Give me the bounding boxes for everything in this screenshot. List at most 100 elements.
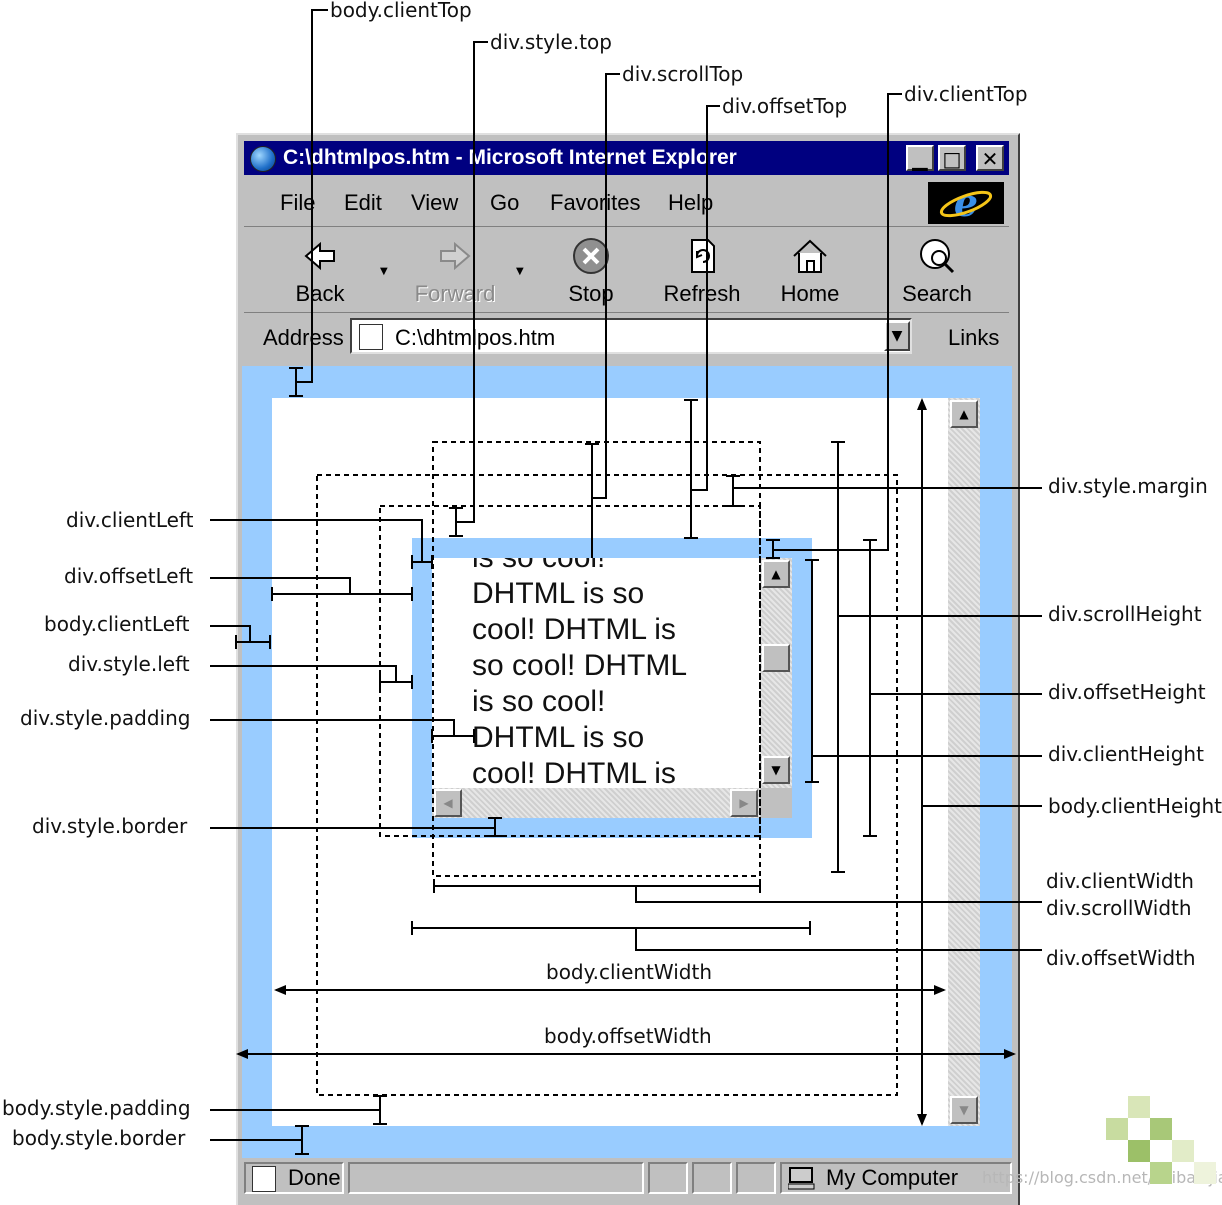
- my-computer-icon: [788, 1167, 815, 1190]
- mosaic-tile: [1150, 1162, 1172, 1184]
- div-text-line: is so cool!: [472, 685, 606, 718]
- leader-div-offsetleft: [210, 577, 413, 601]
- title-bar: [244, 141, 1009, 175]
- address-value[interactable]: C:\dhtmlpos.htm: [395, 325, 556, 350]
- label-div-scrollheight: div.scrollHeight: [1048, 602, 1202, 626]
- forward-arrow-icon: [440, 241, 471, 271]
- label-div-scrolltop: div.scrollTop: [622, 62, 744, 86]
- status-pane: [692, 1162, 732, 1194]
- div-scroll-box: [432, 441, 761, 877]
- leader-body-clientheight: [921, 400, 1042, 1124]
- page-icon: [359, 324, 383, 350]
- div-scroll-left-icon[interactable]: ◀: [434, 789, 462, 817]
- leader-div-style-margin: [726, 475, 1042, 507]
- address-input[interactable]: [350, 318, 912, 354]
- label-body-clientheight: body.clientHeight: [1048, 794, 1222, 818]
- label-div-style-margin: div.style.margin: [1048, 474, 1208, 498]
- div-horizontal-scrollbar[interactable]: [432, 788, 760, 818]
- svg-text:e: e: [954, 182, 978, 224]
- body-scroll-up-icon[interactable]: ▲: [950, 400, 978, 428]
- arrowhead: [236, 1049, 248, 1059]
- status-pane: [648, 1162, 688, 1194]
- leader-body-clienttop: [289, 9, 328, 397]
- div-client-area: is so cool! DHTML is so cool! DHTML is s…: [432, 558, 760, 788]
- body-padding-box: [316, 474, 898, 1096]
- leader-div-offsetwidth: [411, 921, 1042, 951]
- toolbar: [244, 228, 1009, 313]
- div-scroll-right-icon[interactable]: ▶: [730, 789, 758, 817]
- leader-body-clientleft: [210, 625, 271, 649]
- leader-div-clientheight: [805, 559, 1042, 783]
- label-div-style-left: div.style.left: [68, 652, 190, 676]
- menu-help[interactable]: Help: [668, 190, 714, 215]
- div-text-line: DHTML is so: [472, 577, 645, 610]
- div-vertical-scrollbar[interactable]: [760, 558, 792, 788]
- div-scroll-down-icon[interactable]: ▼: [762, 756, 790, 784]
- mosaic-tile: [1128, 1096, 1150, 1118]
- div-scroll-up-icon[interactable]: ▲: [762, 560, 790, 588]
- leader-body-style-border: [210, 1125, 309, 1155]
- div-scroll-thumb[interactable]: [762, 644, 790, 672]
- mosaic-tile: [1194, 1162, 1216, 1184]
- ie-window-icon: [250, 146, 276, 172]
- menu-go[interactable]: Go: [490, 190, 520, 215]
- forward-dropdown-icon[interactable]: ▼: [516, 266, 524, 277]
- leader-div-style-padding: [210, 719, 475, 743]
- home-label: Home: [780, 281, 840, 306]
- arrowhead: [917, 1114, 927, 1126]
- label-div-clientleft: div.clientLeft: [66, 508, 194, 532]
- address-label: Address: [263, 325, 344, 350]
- home-icon: [793, 239, 827, 273]
- div-scroll-corner: [760, 788, 792, 818]
- minimize-button[interactable]: ▁: [906, 145, 934, 171]
- home-button[interactable]: Home: [765, 236, 855, 308]
- leader-div-clienttop: [766, 93, 902, 559]
- leader-div-clientwidth: [433, 879, 1042, 903]
- mosaic-tile: [1106, 1118, 1128, 1140]
- status-pane-progress: [348, 1162, 644, 1194]
- leader-div-scrolltop: [585, 73, 620, 558]
- forward-button[interactable]: Forward: [410, 236, 500, 308]
- back-dropdown-icon[interactable]: ▼: [380, 266, 388, 277]
- search-button[interactable]: Search: [892, 236, 982, 308]
- mosaic-tile: [1150, 1118, 1172, 1140]
- label-div-style-border: div.style.border: [32, 814, 188, 838]
- search-icon: [920, 239, 955, 274]
- label-div-offsetwidth: div.offsetWidth: [1046, 946, 1196, 970]
- menu-view[interactable]: View: [411, 190, 459, 215]
- status-pane: [736, 1162, 776, 1194]
- refresh-button[interactable]: Refresh: [657, 236, 747, 308]
- arrowhead: [274, 985, 286, 995]
- label-body-style-border: body.style.border: [12, 1126, 186, 1150]
- div-text-line: cool! DHTML is: [472, 757, 676, 788]
- arrowhead: [934, 985, 946, 995]
- search-label: Search: [902, 281, 972, 306]
- arrowhead: [917, 398, 927, 410]
- maximize-button[interactable]: □: [938, 145, 966, 171]
- window-title: C:\dhtmlpos.htm - Microsoft Internet Exp…: [283, 146, 737, 169]
- status-page-icon: [252, 1166, 276, 1192]
- menu-file[interactable]: File: [280, 190, 316, 215]
- leader-div-offsettop: [684, 105, 720, 539]
- refresh-label: Refresh: [663, 281, 741, 306]
- body-scroll-down-icon[interactable]: ▼: [950, 1096, 978, 1124]
- mosaic-tile: [1128, 1140, 1150, 1162]
- div-text-content: is so cool! DHTML is so cool! DHTML is s…: [472, 558, 732, 788]
- status-bar: [240, 1158, 1014, 1196]
- close-button[interactable]: ✕: [976, 145, 1004, 171]
- links-button[interactable]: Links: [948, 325, 1000, 350]
- stop-icon: [573, 238, 609, 274]
- label-div-offsetleft: div.offsetLeft: [64, 564, 194, 588]
- leader-div-style-border: [210, 817, 502, 837]
- div-text-line: DHTML is so: [472, 721, 645, 754]
- arrowhead: [1004, 1049, 1016, 1059]
- label-div-clientwidth: div.clientWidth: [1046, 869, 1194, 893]
- body-vertical-scrollbar[interactable]: [948, 398, 980, 1126]
- label-div-style-top: div.style.top: [490, 30, 612, 54]
- label-div-offsettop: div.offsetTop: [722, 94, 848, 118]
- menu-favorites[interactable]: Favorites: [550, 190, 641, 215]
- menu-edit[interactable]: Edit: [344, 190, 382, 215]
- label-div-style-padding: div.style.padding: [20, 706, 191, 730]
- leader-div-style-left: [210, 665, 413, 689]
